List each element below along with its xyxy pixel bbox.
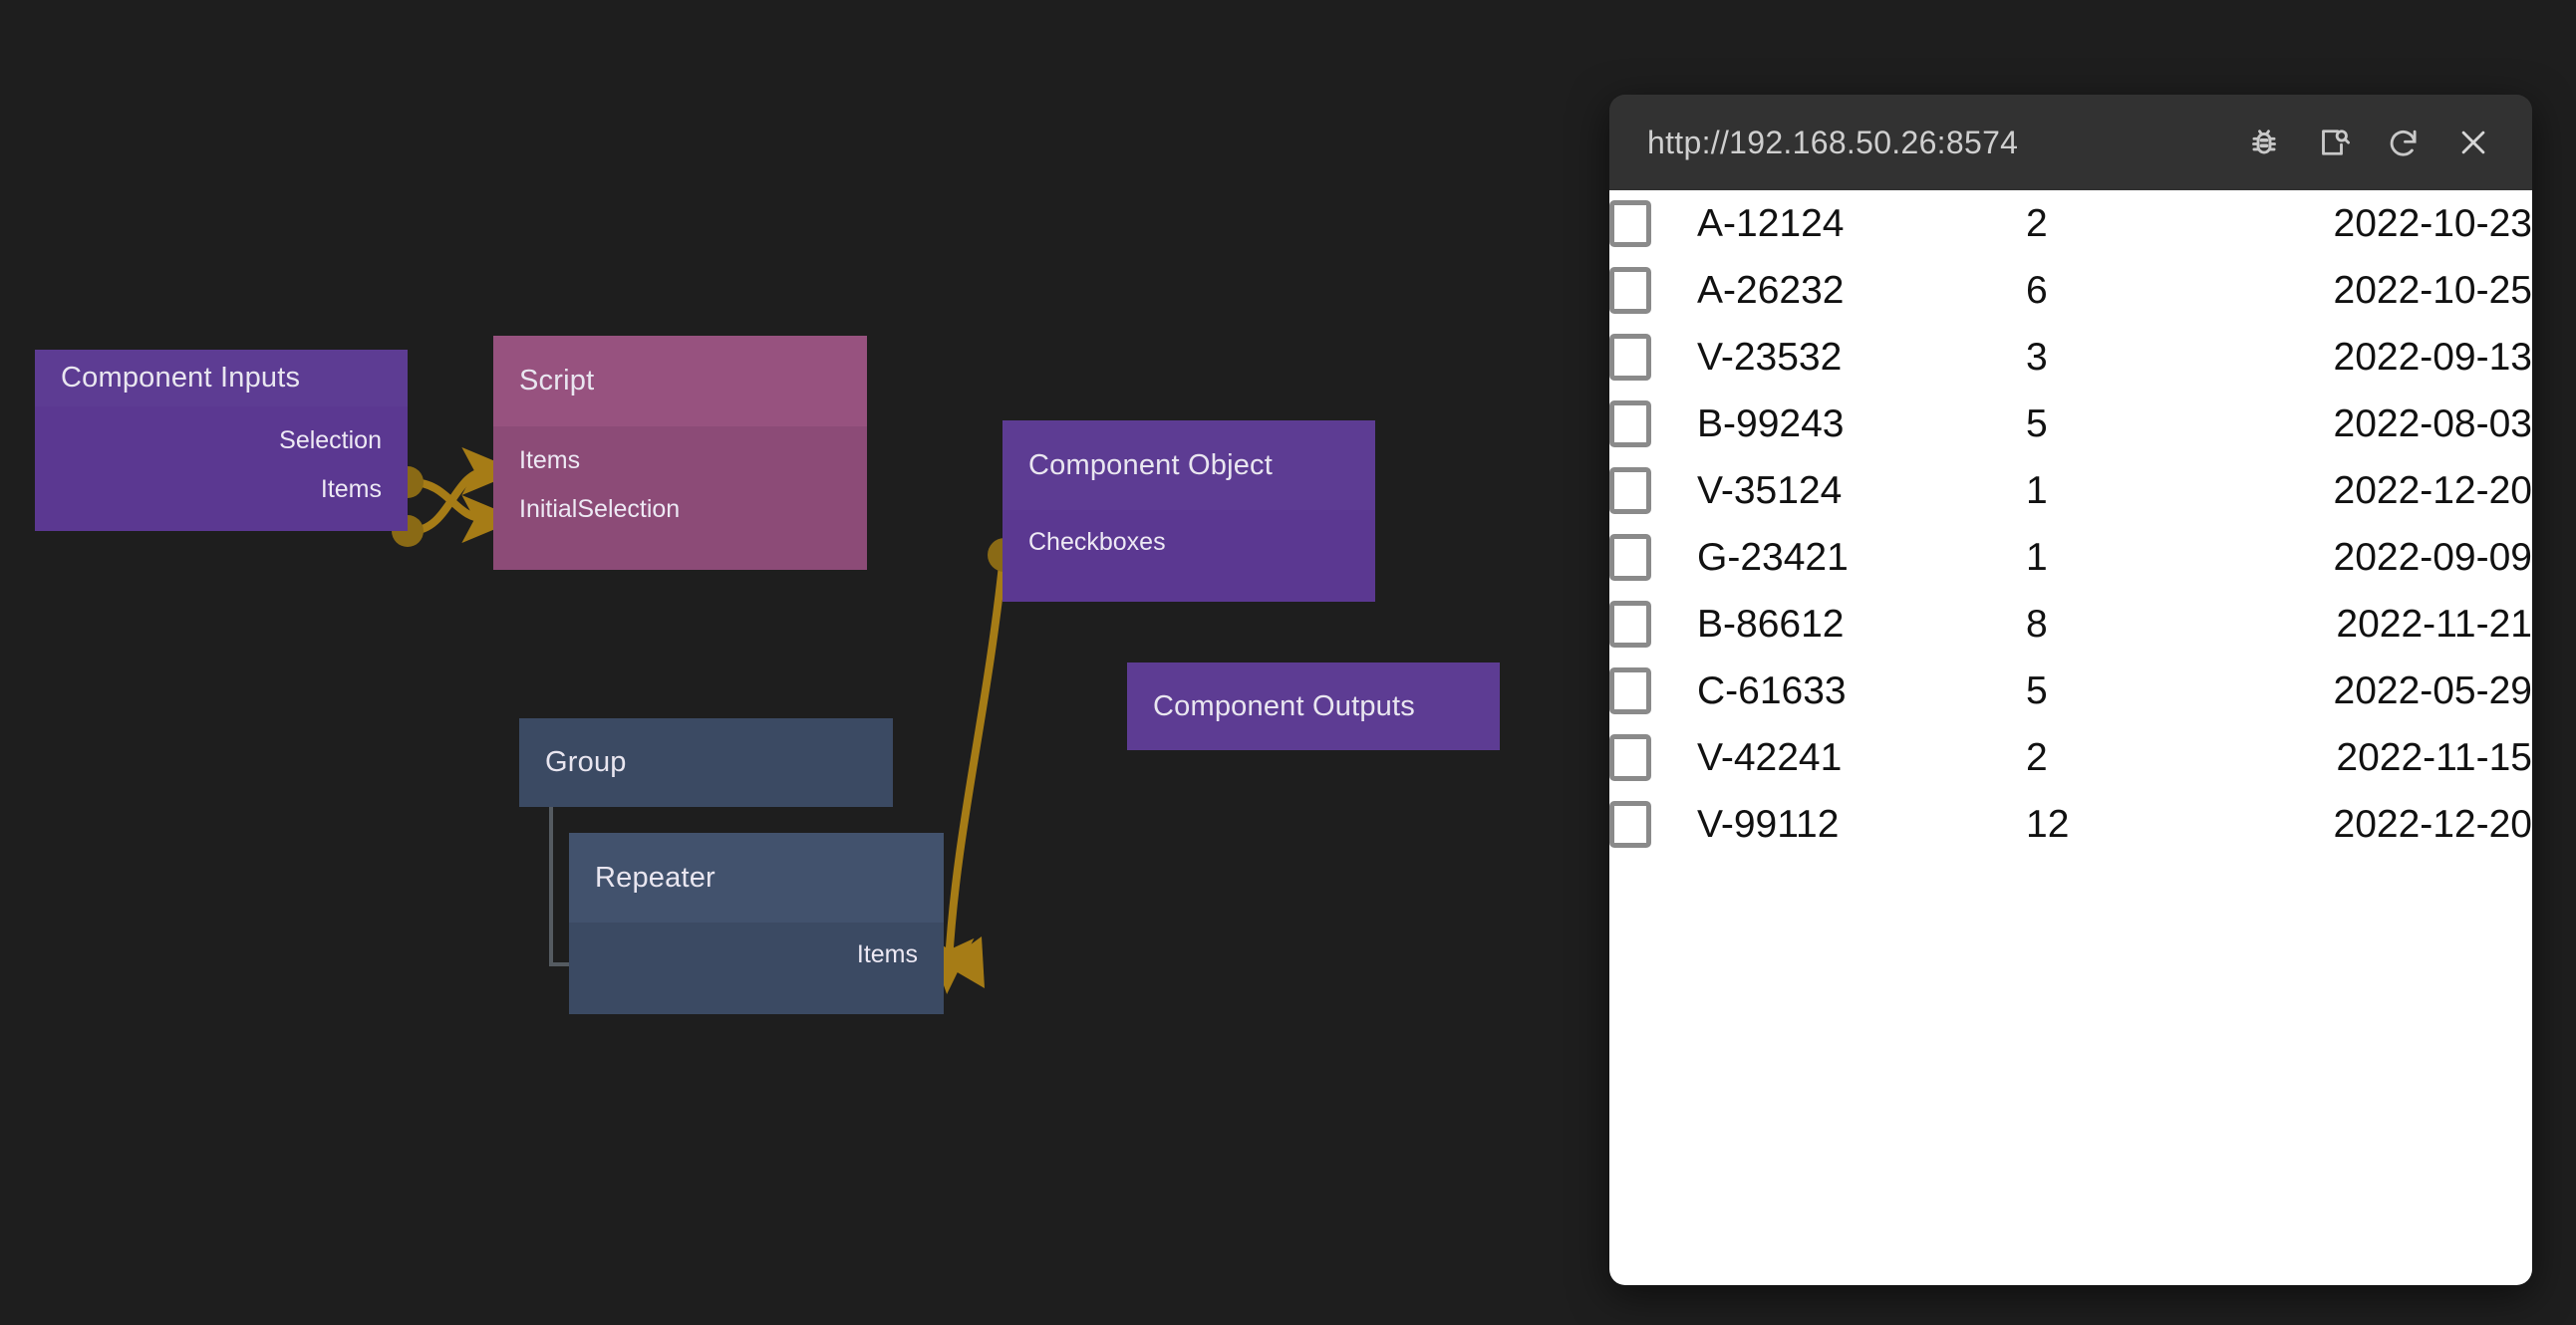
close-icon[interactable] [2442, 112, 2504, 173]
port-label: InitialSelection [519, 495, 681, 523]
browser-preview-panel[interactable]: http://192.168.50.26:8574 [1609, 95, 2532, 1285]
port-label: Items [320, 475, 382, 503]
node-body: Selection Items [35, 406, 408, 531]
node-title: Group [519, 718, 893, 807]
page-search-icon[interactable] [2303, 112, 2365, 173]
table-row[interactable]: A-26232 6 2022-10-25 [1609, 257, 2532, 324]
table-row[interactable]: B-86612 8 2022-11-21 [1609, 591, 2532, 658]
node-title: Component Outputs [1127, 662, 1500, 750]
row-checkbox-cell[interactable] [1609, 324, 1697, 391]
row-checkbox-cell[interactable] [1609, 391, 1697, 457]
port-items[interactable]: Items [35, 465, 408, 514]
cell-quantity: 1 [2026, 468, 2048, 512]
port-initialselection[interactable]: InitialSelection [493, 485, 867, 534]
cell-date: 2022-12-20 [2333, 468, 2533, 512]
cell-quantity: 2 [2026, 201, 2048, 245]
checkbox-icon[interactable] [1609, 601, 1651, 648]
row-checkbox-cell[interactable] [1609, 457, 1697, 524]
port-label: Selection [279, 426, 382, 454]
cell-code: A-26232 [1697, 268, 1845, 312]
cell-code: V-99112 [1697, 802, 1840, 846]
cell-quantity: 5 [2026, 668, 2048, 712]
table-row[interactable]: V-23532 3 2022-09-13 [1609, 324, 2532, 391]
cell-date: 2022-11-15 [2336, 735, 2532, 779]
node-title: Component Inputs [35, 350, 408, 406]
cell-code: G-23421 [1697, 535, 1849, 579]
node-script[interactable]: Script Items InitialSelection [493, 336, 867, 570]
cell-code: V-42241 [1697, 735, 1843, 779]
cell-code: B-86612 [1697, 602, 1845, 646]
node-repeater[interactable]: Repeater Items [569, 833, 944, 1014]
cell-date: 2022-05-29 [2333, 668, 2533, 712]
node-body: Items [569, 923, 944, 1014]
cell-date: 2022-12-20 [2333, 802, 2533, 846]
cell-code: A-12124 [1697, 201, 1845, 245]
node-component-outputs[interactable]: Component Outputs [1127, 662, 1500, 750]
table-row[interactable]: V-35124 1 2022-12-20 [1609, 457, 2532, 524]
cell-code: C-61633 [1697, 668, 1847, 712]
cell-date: 2022-10-25 [2333, 268, 2533, 312]
cell-code: V-35124 [1697, 468, 1843, 512]
table-row[interactable]: A-12124 2 2022-10-23 [1609, 190, 2532, 257]
table-row[interactable]: B-99243 5 2022-08-03 [1609, 391, 2532, 457]
node-title: Script [493, 336, 867, 426]
row-checkbox-cell[interactable] [1609, 658, 1697, 724]
row-checkbox-cell[interactable] [1609, 591, 1697, 658]
url-bar[interactable]: http://192.168.50.26:8574 [1647, 124, 2019, 160]
cell-quantity: 3 [2026, 335, 2048, 379]
cell-code: V-23532 [1697, 335, 1843, 379]
cell-quantity: 5 [2026, 401, 2048, 445]
row-checkbox-cell[interactable] [1609, 257, 1697, 324]
node-component-inputs[interactable]: Component Inputs Selection Items [35, 350, 408, 531]
row-checkbox-cell[interactable] [1609, 190, 1697, 257]
checkbox-icon[interactable] [1609, 734, 1651, 781]
row-checkbox-cell[interactable] [1609, 524, 1697, 591]
cell-date: 2022-08-03 [2333, 401, 2533, 445]
node-group[interactable]: Group [519, 718, 893, 807]
cell-code: B-99243 [1697, 401, 1845, 445]
port-label: Items [856, 940, 918, 968]
node-title: Repeater [569, 833, 944, 923]
cell-quantity: 2 [2026, 735, 2048, 779]
table-row[interactable]: V-99112 12 2022-12-20 [1609, 791, 2532, 858]
cell-quantity: 6 [2026, 268, 2048, 312]
port-checkboxes[interactable]: Checkboxes [1002, 518, 1375, 567]
port-label: Checkboxes [1028, 528, 1166, 556]
port-label: Items [519, 446, 581, 474]
table-row[interactable]: C-61633 5 2022-05-29 [1609, 658, 2532, 724]
checkbox-icon[interactable] [1609, 667, 1651, 714]
port-items[interactable]: Items [493, 436, 867, 485]
port-items[interactable]: Items [569, 930, 944, 979]
checkbox-icon[interactable] [1609, 200, 1651, 247]
table-row[interactable]: V-42241 2 2022-11-15 [1609, 724, 2532, 791]
table-row[interactable]: G-23421 1 2022-09-09 [1609, 524, 2532, 591]
cell-date: 2022-09-13 [2333, 335, 2533, 379]
node-title: Component Object [1002, 420, 1375, 510]
cell-date: 2022-10-23 [2333, 201, 2533, 245]
cell-date: 2022-09-09 [2333, 535, 2533, 579]
cell-quantity: 8 [2026, 602, 2048, 646]
node-body: Checkboxes [1002, 510, 1375, 602]
row-checkbox-cell[interactable] [1609, 724, 1697, 791]
reload-icon[interactable] [2373, 112, 2434, 173]
node-component-object[interactable]: Component Object Checkboxes [1002, 420, 1375, 602]
group-child-connector [549, 807, 571, 966]
checkbox-icon[interactable] [1609, 534, 1651, 581]
row-checkbox-cell[interactable] [1609, 791, 1697, 858]
checkbox-icon[interactable] [1609, 400, 1651, 447]
checkbox-icon[interactable] [1609, 467, 1651, 514]
checkbox-icon[interactable] [1609, 801, 1651, 848]
cell-quantity: 12 [2026, 802, 2070, 846]
cell-quantity: 1 [2026, 535, 2048, 579]
checkbox-icon[interactable] [1609, 334, 1651, 381]
cell-date: 2022-11-21 [2336, 602, 2532, 646]
browser-toolbar: http://192.168.50.26:8574 [1609, 95, 2532, 190]
bug-icon[interactable] [2233, 112, 2295, 173]
checkbox-icon[interactable] [1609, 267, 1651, 314]
port-selection[interactable]: Selection [35, 416, 408, 465]
node-body: Items InitialSelection [493, 426, 867, 570]
